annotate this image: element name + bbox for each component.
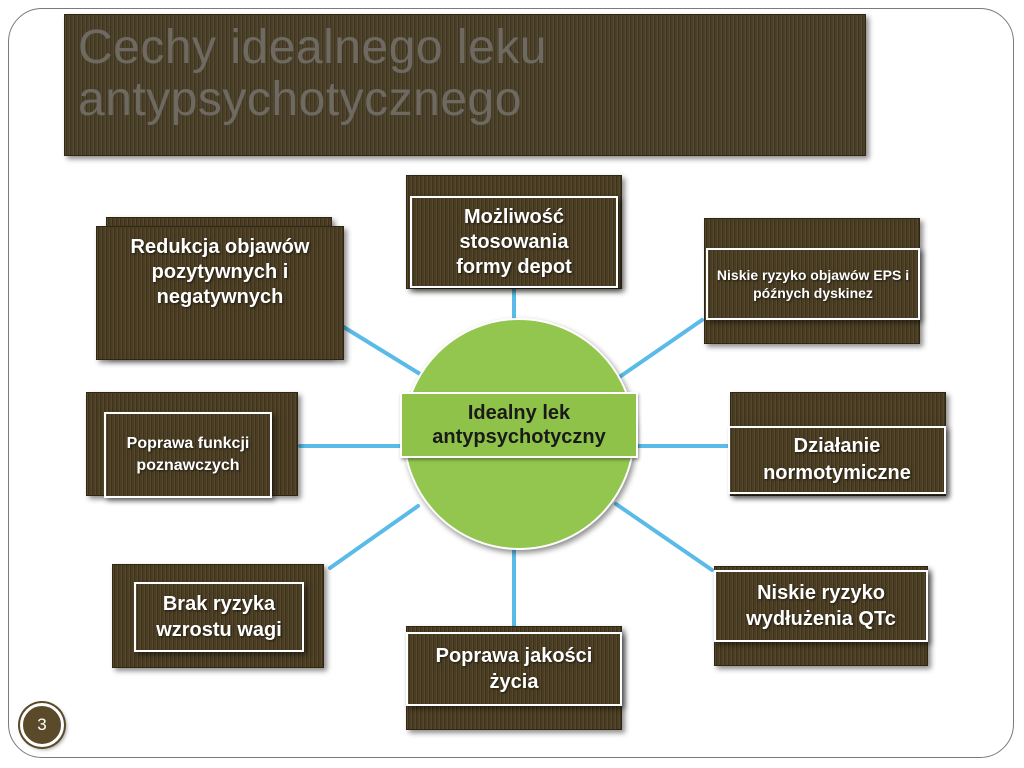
hub-label: Idealny lek antypsychotyczny bbox=[400, 392, 638, 458]
node-weight-label: Brak ryzyka wzrostu wagi bbox=[156, 593, 282, 641]
node-eps: Niskie ryzyko objawów EPS i późnych dysk… bbox=[706, 248, 920, 320]
title-banner bbox=[64, 14, 866, 156]
node-eps-label: Niskie ryzyko objawów EPS i późnych dysk… bbox=[716, 267, 910, 301]
node-positive-negative-label: Redukcja objawów pozytywnych i negatywny… bbox=[130, 236, 310, 308]
node-weight: Brak ryzyka wzrostu wagi bbox=[134, 582, 304, 652]
node-cognitive-label: Poprawa funkcji poznawczych bbox=[126, 435, 250, 474]
node-normothymic: Działanie normotymiczne bbox=[728, 426, 946, 494]
node-quality-label: Poprawa jakości życia bbox=[435, 645, 593, 693]
node-cognitive: Poprawa funkcji poznawczych bbox=[104, 412, 272, 498]
node-normothymic-label: Działanie normotymiczne bbox=[763, 435, 911, 484]
node-quality: Poprawa jakości życia bbox=[406, 632, 622, 706]
node-qtc: Niskie ryzyko wydłużenia QTc bbox=[714, 570, 928, 642]
node-positive-negative: Redukcja objawów pozytywnych i negatywny… bbox=[96, 226, 344, 360]
slide-title: Cechy idealnego leku antypsychotycznego bbox=[78, 21, 547, 126]
node-depot: Możliwość stosowania formy depot bbox=[410, 196, 618, 288]
page-number-badge: 3 bbox=[20, 703, 64, 747]
hub-label-text: Idealny lek antypsychotyczny bbox=[432, 402, 606, 448]
connector-eps bbox=[616, 318, 704, 380]
connector-weight bbox=[328, 504, 420, 570]
slide-frame bbox=[8, 8, 1014, 758]
node-qtc-label: Niskie ryzyko wydłużenia QTc bbox=[746, 582, 896, 630]
page-number: 3 bbox=[37, 715, 47, 734]
connector-qtc bbox=[614, 502, 714, 572]
node-depot-label: Możliwość stosowania formy depot bbox=[456, 205, 572, 278]
